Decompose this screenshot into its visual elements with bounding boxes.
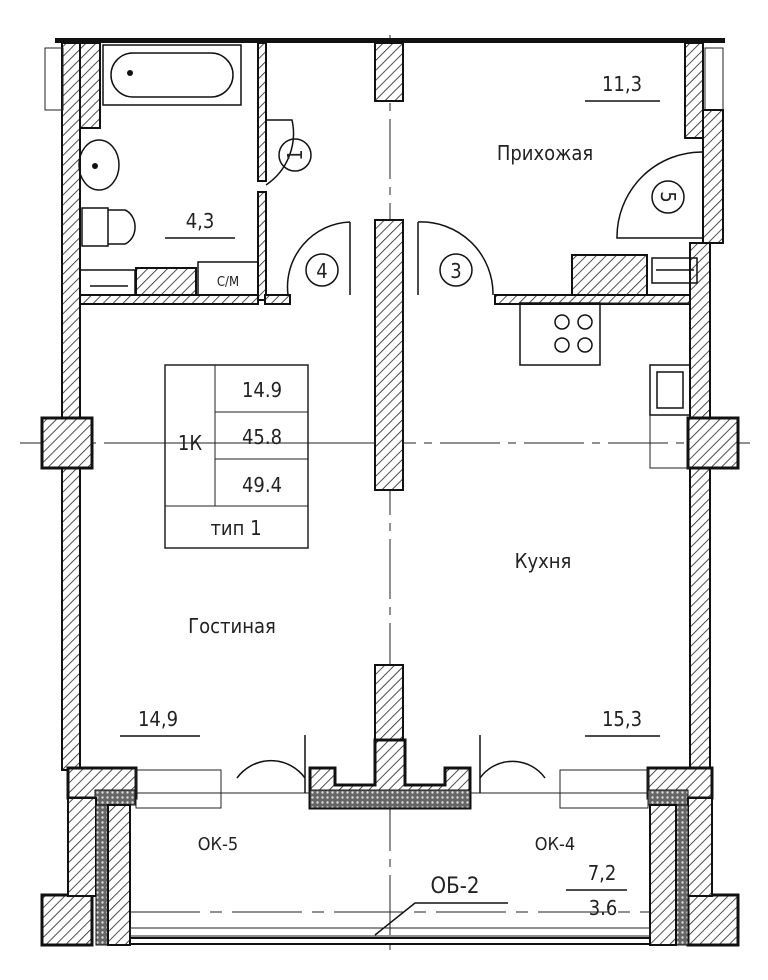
bathtub [102,44,242,106]
window-right-label: ОК-4 [535,834,575,855]
stove [519,302,601,366]
column [40,416,94,470]
doors [236,119,704,793]
door-1[interactable] [265,119,295,186]
sink [78,139,120,191]
column [686,893,740,947]
door-number: 1 [283,149,307,160]
column [40,893,94,947]
door-kitchen-balcony[interactable] [479,735,546,793]
washer-label: С/М [217,275,239,290]
walls [40,38,740,947]
living-area-value: 14.9 [242,378,282,402]
fixtures [78,44,698,469]
door-3[interactable] [417,221,494,296]
door-4[interactable] [286,221,351,296]
hallway-name: Прихожая [497,141,593,165]
kitchen-sink [649,364,691,416]
balcony-reduced-area: 3.6 [589,896,618,920]
living-room-name: Гостиная [188,614,276,638]
railing-label: ОБ-2 [431,874,480,899]
apartment-type-code: 1К [178,431,202,455]
living-room-area: 14,9 [138,707,178,731]
hallway-area: 11,3 [602,72,642,96]
column [686,416,740,470]
apartment-type-label: тип 1 [210,516,261,540]
kitchen-name: Кухня [515,549,572,573]
door-number: 5 [656,191,680,202]
window-left-label: ОК-5 [198,834,238,855]
door-number: 3 [450,259,461,283]
total-area-value: 45.8 [242,425,282,449]
toilet [81,207,136,247]
apartment-table [150,364,375,549]
balcony-area: 7,2 [588,861,617,885]
door-number: 4 [316,259,327,283]
total-with-balcony-value: 49.4 [242,473,282,497]
bathroom-area: 4,3 [186,209,215,233]
door-5[interactable] [616,151,704,239]
door-living-balcony[interactable] [236,735,306,793]
kitchen-area: 15,3 [602,707,642,731]
